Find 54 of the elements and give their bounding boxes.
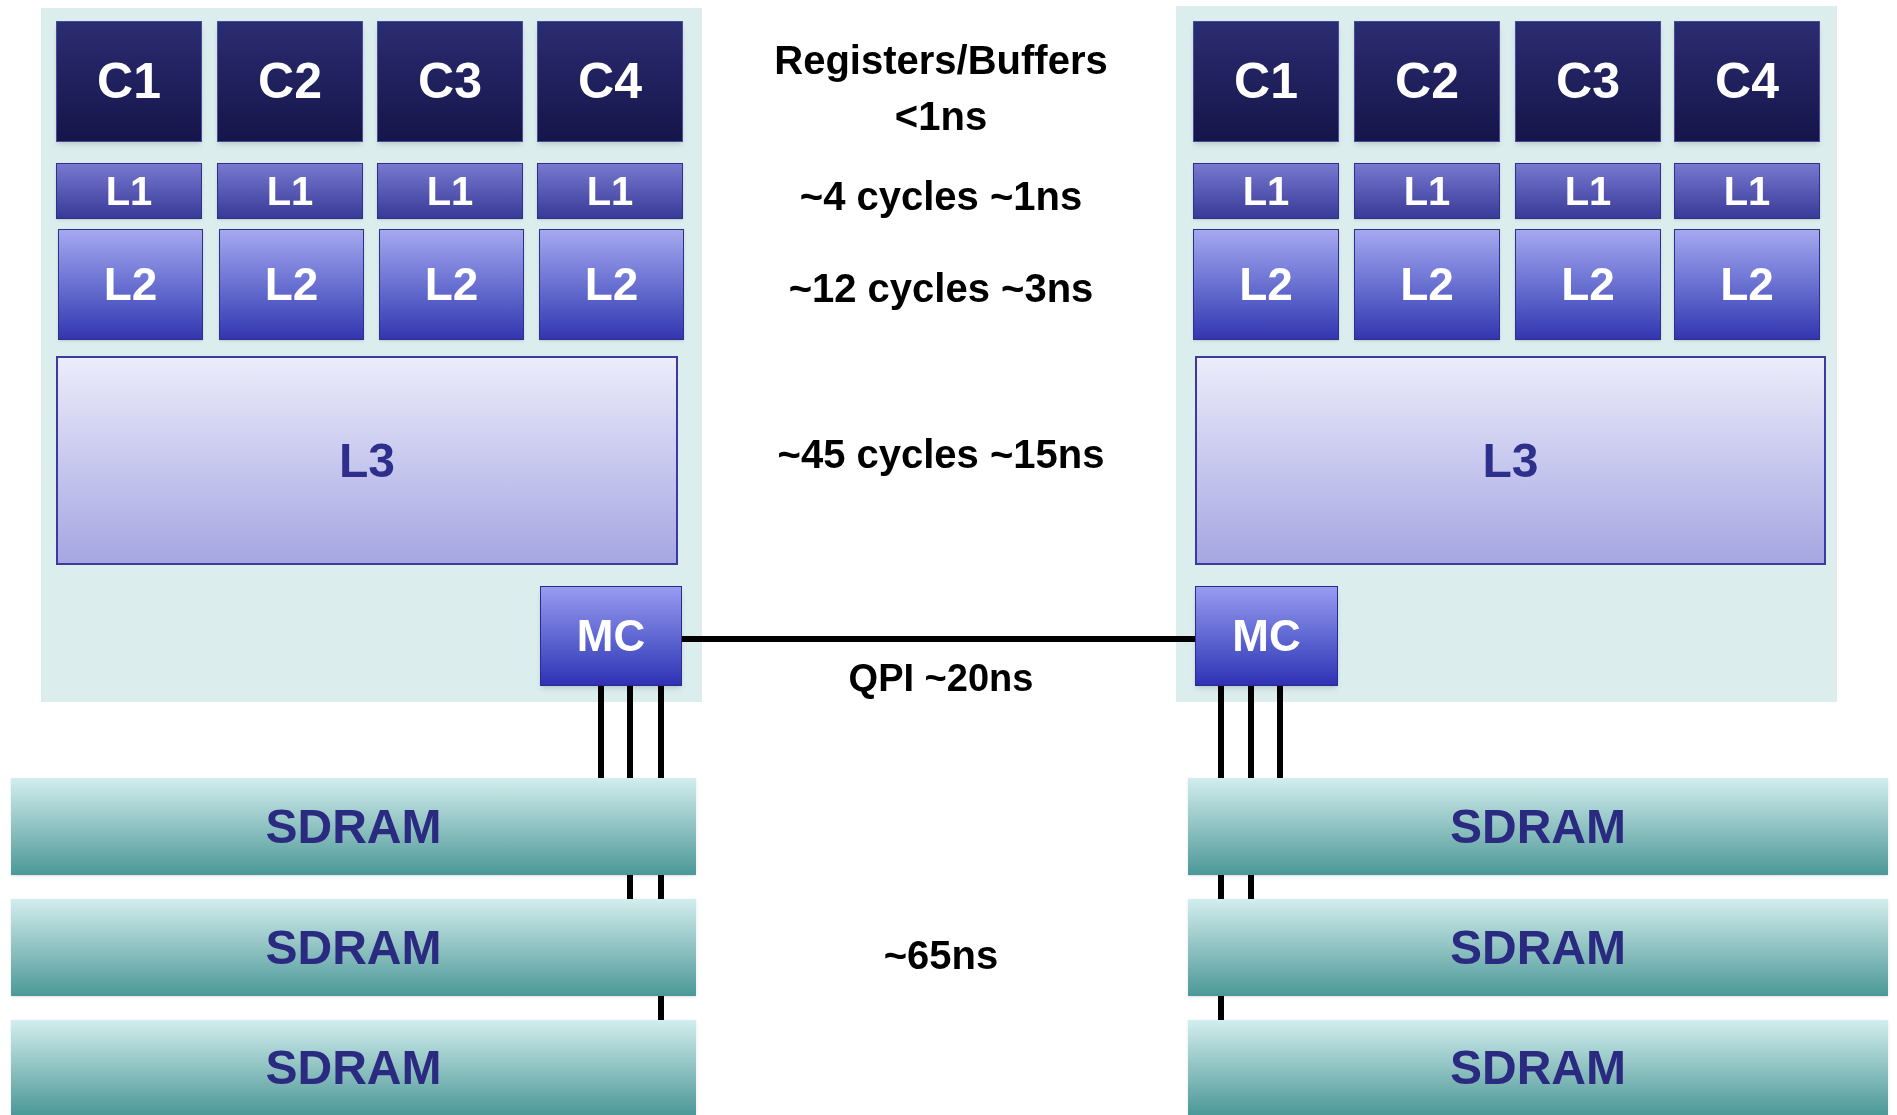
latency-label: Registers/Buffers <1ns	[773, 37, 1109, 140]
connector-line	[1218, 996, 1224, 1020]
l1-cache-box: L1	[377, 163, 523, 219]
core-box: C4	[1674, 21, 1820, 142]
connector-line	[658, 996, 664, 1020]
memory-controller-box: MC	[540, 586, 682, 686]
connector-line	[1248, 875, 1254, 899]
l1-cache-box: L1	[56, 163, 202, 219]
l1-cache-box: L1	[217, 163, 363, 219]
socket-panel	[41, 8, 702, 702]
core-box: C3	[377, 21, 523, 142]
l2-cache-box: L2	[1515, 229, 1661, 340]
latency-label: ~45 cycles ~15ns	[777, 431, 1105, 478]
sdram-box: SDRAM	[11, 778, 696, 875]
sdram-box: SDRAM	[1188, 1020, 1888, 1115]
latency-label: ~4 cycles ~1ns	[799, 173, 1083, 220]
latency-label: ~65ns	[883, 932, 999, 979]
sdram-box: SDRAM	[1188, 778, 1888, 875]
connector-line	[1277, 686, 1283, 778]
core-box: C2	[1354, 21, 1500, 142]
core-box: C1	[56, 21, 202, 142]
l2-cache-box: L2	[1193, 229, 1339, 340]
l3-cache-box: L3	[56, 356, 678, 565]
connector-line	[658, 686, 664, 778]
l1-cache-box: L1	[537, 163, 683, 219]
connector-line	[627, 686, 633, 778]
connector-line	[1218, 686, 1224, 778]
l1-cache-box: L1	[1674, 163, 1820, 219]
core-box: C3	[1515, 21, 1661, 142]
connector-line	[598, 686, 604, 778]
sdram-box: SDRAM	[1188, 899, 1888, 996]
connector-line	[1218, 875, 1224, 899]
l1-cache-box: L1	[1193, 163, 1339, 219]
l2-cache-box: L2	[58, 229, 203, 340]
l1-cache-box: L1	[1354, 163, 1500, 219]
core-box: C1	[1193, 21, 1339, 142]
sdram-box: SDRAM	[11, 1020, 696, 1115]
core-box: C2	[217, 21, 363, 142]
l2-cache-box: L2	[539, 229, 684, 340]
l1-cache-box: L1	[1515, 163, 1661, 219]
l2-cache-box: L2	[219, 229, 364, 340]
l2-cache-box: L2	[379, 229, 524, 340]
l2-cache-box: L2	[1354, 229, 1500, 340]
connector-line	[682, 636, 1195, 642]
memory-controller-box: MC	[1195, 586, 1338, 686]
l2-cache-box: L2	[1674, 229, 1820, 340]
socket-panel	[1176, 6, 1837, 702]
sdram-box: SDRAM	[11, 899, 696, 996]
connector-line	[658, 875, 664, 899]
core-box: C4	[537, 21, 683, 142]
connector-line	[627, 875, 633, 899]
l3-cache-box: L3	[1195, 356, 1826, 565]
latency-label: ~12 cycles ~3ns	[788, 265, 1094, 312]
connector-line	[1248, 686, 1254, 778]
